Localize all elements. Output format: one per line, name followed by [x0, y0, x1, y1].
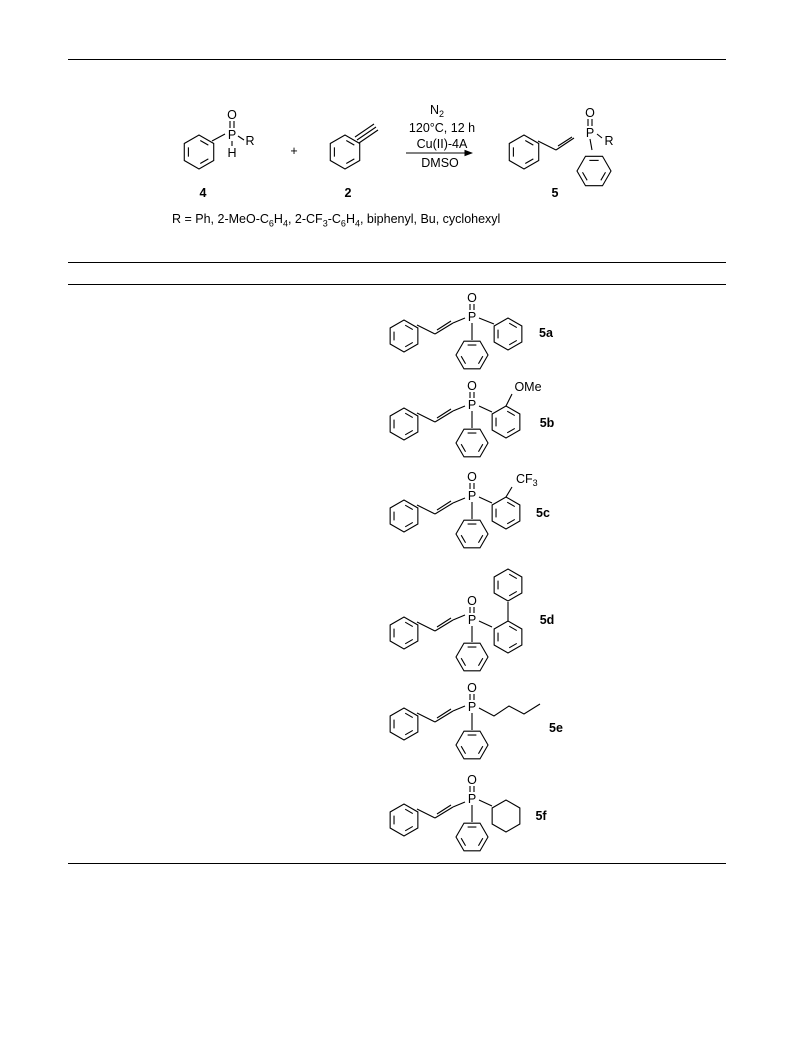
benzene-ring [508, 134, 540, 170]
bottom-rule [68, 863, 726, 864]
product-structure-5f: O P [389, 773, 521, 852]
conditions-solvent: DMSO [421, 156, 459, 170]
product-structure-5e: O P [389, 681, 541, 760]
butyl-chain [478, 703, 541, 717]
reactant-phosphine-oxide: O P H R [183, 108, 255, 170]
phosphorus-atom: P [228, 128, 236, 142]
benzene-ring [389, 707, 419, 741]
svg-text:N2: N2 [430, 103, 444, 119]
phosphorus-atom: P [468, 310, 476, 324]
benzene-ring [389, 803, 419, 837]
compound-label-5b: 5b [540, 416, 555, 430]
reaction-conditions: N2 120°C, 12 h Cu(II)-4A DMSO [406, 103, 475, 170]
phosphorus-atom: P [468, 613, 476, 627]
benzene-ring [455, 642, 489, 672]
compound-number-4: 4 [200, 186, 207, 200]
oxygen-atom: O [467, 681, 477, 695]
oxygen-atom: O [467, 291, 477, 305]
benzene-ring [491, 405, 521, 439]
product-structure-5b: O P OMe [389, 379, 542, 458]
benzene-ring [493, 568, 523, 602]
r-group-atom: R [604, 134, 613, 148]
product-structure-5c: O P CF3 [389, 470, 538, 549]
product-vinylphosphine-oxide: O P R [508, 106, 614, 187]
hydrogen-atom: H [227, 146, 236, 160]
top-rule [68, 59, 726, 60]
product-structure-5d: O P [389, 568, 523, 672]
benzene-ring [329, 134, 361, 170]
r-group-definition: R = Ph, 2-MeO-C6H4, 2-CF3-C6H4, biphenyl… [172, 212, 501, 229]
compound-number-5: 5 [552, 186, 559, 200]
benzene-ring [493, 620, 523, 654]
oxygen-atom: O [467, 379, 477, 393]
benzene-ring [183, 134, 215, 170]
benzene-ring [493, 317, 523, 351]
conditions-catalyst: Cu(II)-4A [417, 137, 468, 151]
phosphorus-atom: P [468, 489, 476, 503]
compound-label-5e: 5e [549, 721, 563, 735]
benzene-ring [455, 822, 489, 852]
compound-label-5c: 5c [536, 506, 550, 520]
phosphorus-atom: P [468, 398, 476, 412]
benzene-ring [455, 428, 489, 458]
benzene-ring [389, 499, 419, 533]
benzene-ring [455, 519, 489, 549]
benzene-ring [389, 407, 419, 441]
product-structure-5a: O P [389, 291, 523, 370]
phosphorus-atom: P [468, 700, 476, 714]
benzene-ring [576, 155, 612, 187]
oxygen-atom: O [227, 108, 237, 122]
conditions-temp-time: 120°C, 12 h [409, 121, 475, 135]
compound-label-5d: 5d [540, 613, 555, 627]
methoxy-substituent: OMe [514, 380, 541, 394]
phosphorus-atom: P [586, 126, 594, 140]
cyclohexane-ring [491, 799, 521, 833]
benzene-ring [455, 340, 489, 370]
oxygen-atom: O [467, 470, 477, 484]
reactant-phenylacetylene [329, 123, 379, 170]
plus-sign: + [290, 144, 297, 158]
benzene-ring [389, 616, 419, 650]
compound-label-5f: 5f [535, 809, 547, 823]
compound-label-5a: 5a [539, 326, 554, 340]
phosphorus-atom: P [468, 792, 476, 806]
compound-number-2: 2 [345, 186, 352, 200]
benzene-ring [389, 319, 419, 353]
trifluoromethyl-substituent: CF3 [516, 472, 538, 488]
oxygen-atom: O [467, 773, 477, 787]
table-header-rule-upper [68, 262, 726, 263]
table-header-rule-lower [68, 284, 726, 285]
benzene-ring [455, 730, 489, 760]
benzene-ring [491, 496, 521, 530]
oxygen-atom: O [585, 106, 595, 120]
r-group-atom: R [245, 134, 254, 148]
oxygen-atom: O [467, 594, 477, 608]
